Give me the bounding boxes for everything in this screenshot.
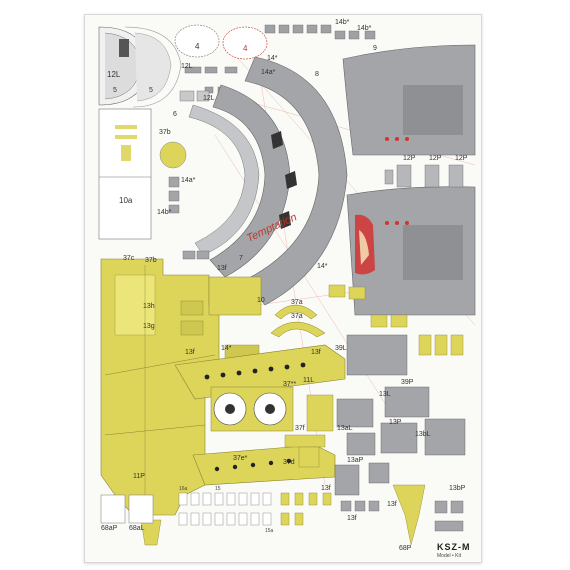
label-13h: 13h xyxy=(143,303,155,310)
label-13L: 13L xyxy=(379,391,391,398)
label-14b-c: 14b* xyxy=(157,209,172,216)
part-yellow-right xyxy=(140,284,464,546)
label-11P: 11P xyxy=(133,473,145,480)
label-39P: 39P xyxy=(401,379,414,386)
label-12L-c: 12L xyxy=(203,95,215,102)
brand-logo: KSZ-M xyxy=(437,542,471,552)
label-37a-a: 37a xyxy=(291,299,303,306)
part-4-ovals xyxy=(174,24,268,60)
label-13P: 13P xyxy=(389,419,402,426)
label-4-b: 4 xyxy=(243,44,248,53)
label-12P-b: 12P xyxy=(429,155,442,162)
label-13f-d: 13f xyxy=(321,485,331,492)
part-yellow-fuselage xyxy=(100,258,262,516)
label-14b-b: 14b* xyxy=(357,25,372,32)
label-13g: 13g xyxy=(143,323,155,330)
label-14b-a: 14b* xyxy=(335,19,350,26)
label-13f-a: 13f xyxy=(217,265,227,272)
label-5-a: 5 xyxy=(113,87,117,94)
label-68aL: 68aL xyxy=(129,525,145,532)
label-14a-a: 14a* xyxy=(261,69,276,76)
label-39L: 39L xyxy=(335,345,347,352)
label-11L: 11L xyxy=(303,377,315,384)
label-15: 15 xyxy=(215,486,221,492)
label-12P-c: 12P xyxy=(455,155,468,162)
label-8: 8 xyxy=(315,71,319,78)
parts-drawing xyxy=(98,24,476,546)
label-13aP: 13aP xyxy=(347,457,364,464)
label-10a: 10a xyxy=(119,196,133,205)
label-37b-b: 37b xyxy=(145,257,157,264)
label-37d: 37d xyxy=(283,459,295,466)
label-14-b: 14* xyxy=(221,345,232,352)
label-37-star: 37** xyxy=(283,381,297,388)
label-37b-a: 37b xyxy=(159,129,171,136)
label-13f-b: 13f xyxy=(185,349,195,356)
label-7: 7 xyxy=(239,255,243,262)
label-37c: 37c xyxy=(123,255,135,262)
label-14a-b: 14a* xyxy=(181,177,196,184)
part-15-16-pieces xyxy=(100,492,464,532)
label-5-b: 5 xyxy=(149,87,153,94)
part-5-shells xyxy=(98,26,182,108)
part-10a xyxy=(98,108,152,240)
label-13bP: 13bP xyxy=(449,485,466,492)
brand-subtitle: Model • Kit xyxy=(437,553,461,559)
label-14-a: 14* xyxy=(317,263,328,270)
part-engine-discs xyxy=(210,386,294,432)
part-right-gray-blocks xyxy=(334,334,466,496)
label-13f-c: 13f xyxy=(311,349,321,356)
label-68P: 68P xyxy=(399,545,412,552)
part-9-panel xyxy=(342,44,476,316)
label-37e: 37e* xyxy=(233,455,248,462)
label-15a: 15a xyxy=(265,528,274,534)
label-37a-b: 37a xyxy=(291,313,303,320)
label-14-top: 14* xyxy=(267,55,278,62)
label-12P-a: 12P xyxy=(403,155,416,162)
label-13aL: 13aL xyxy=(337,425,353,432)
part-37b-disc xyxy=(159,141,187,169)
label-13f-f: 13f xyxy=(387,501,397,508)
label-12L-a: 12L xyxy=(107,70,121,79)
label-4-a: 4 xyxy=(195,42,200,51)
label-6: 6 xyxy=(173,111,177,118)
part-12P-small xyxy=(384,164,464,188)
label-68aP: 68aP xyxy=(101,525,118,532)
label-10: 10 xyxy=(257,297,265,304)
label-16a: 16a xyxy=(179,486,188,492)
label-37f: 37f xyxy=(295,425,305,432)
part-14ab-small xyxy=(168,176,210,260)
part-37a-arches xyxy=(270,304,326,338)
label-13f-e: 13f xyxy=(347,515,357,522)
label-12L-b: 12L xyxy=(181,63,193,70)
parts-sheet: 12L 5 5 4 4 12L 12L 14a* 14* 8 9 14b* 14… xyxy=(84,14,482,563)
label-13bL: 13bL xyxy=(415,431,431,438)
label-9: 9 xyxy=(373,45,377,52)
